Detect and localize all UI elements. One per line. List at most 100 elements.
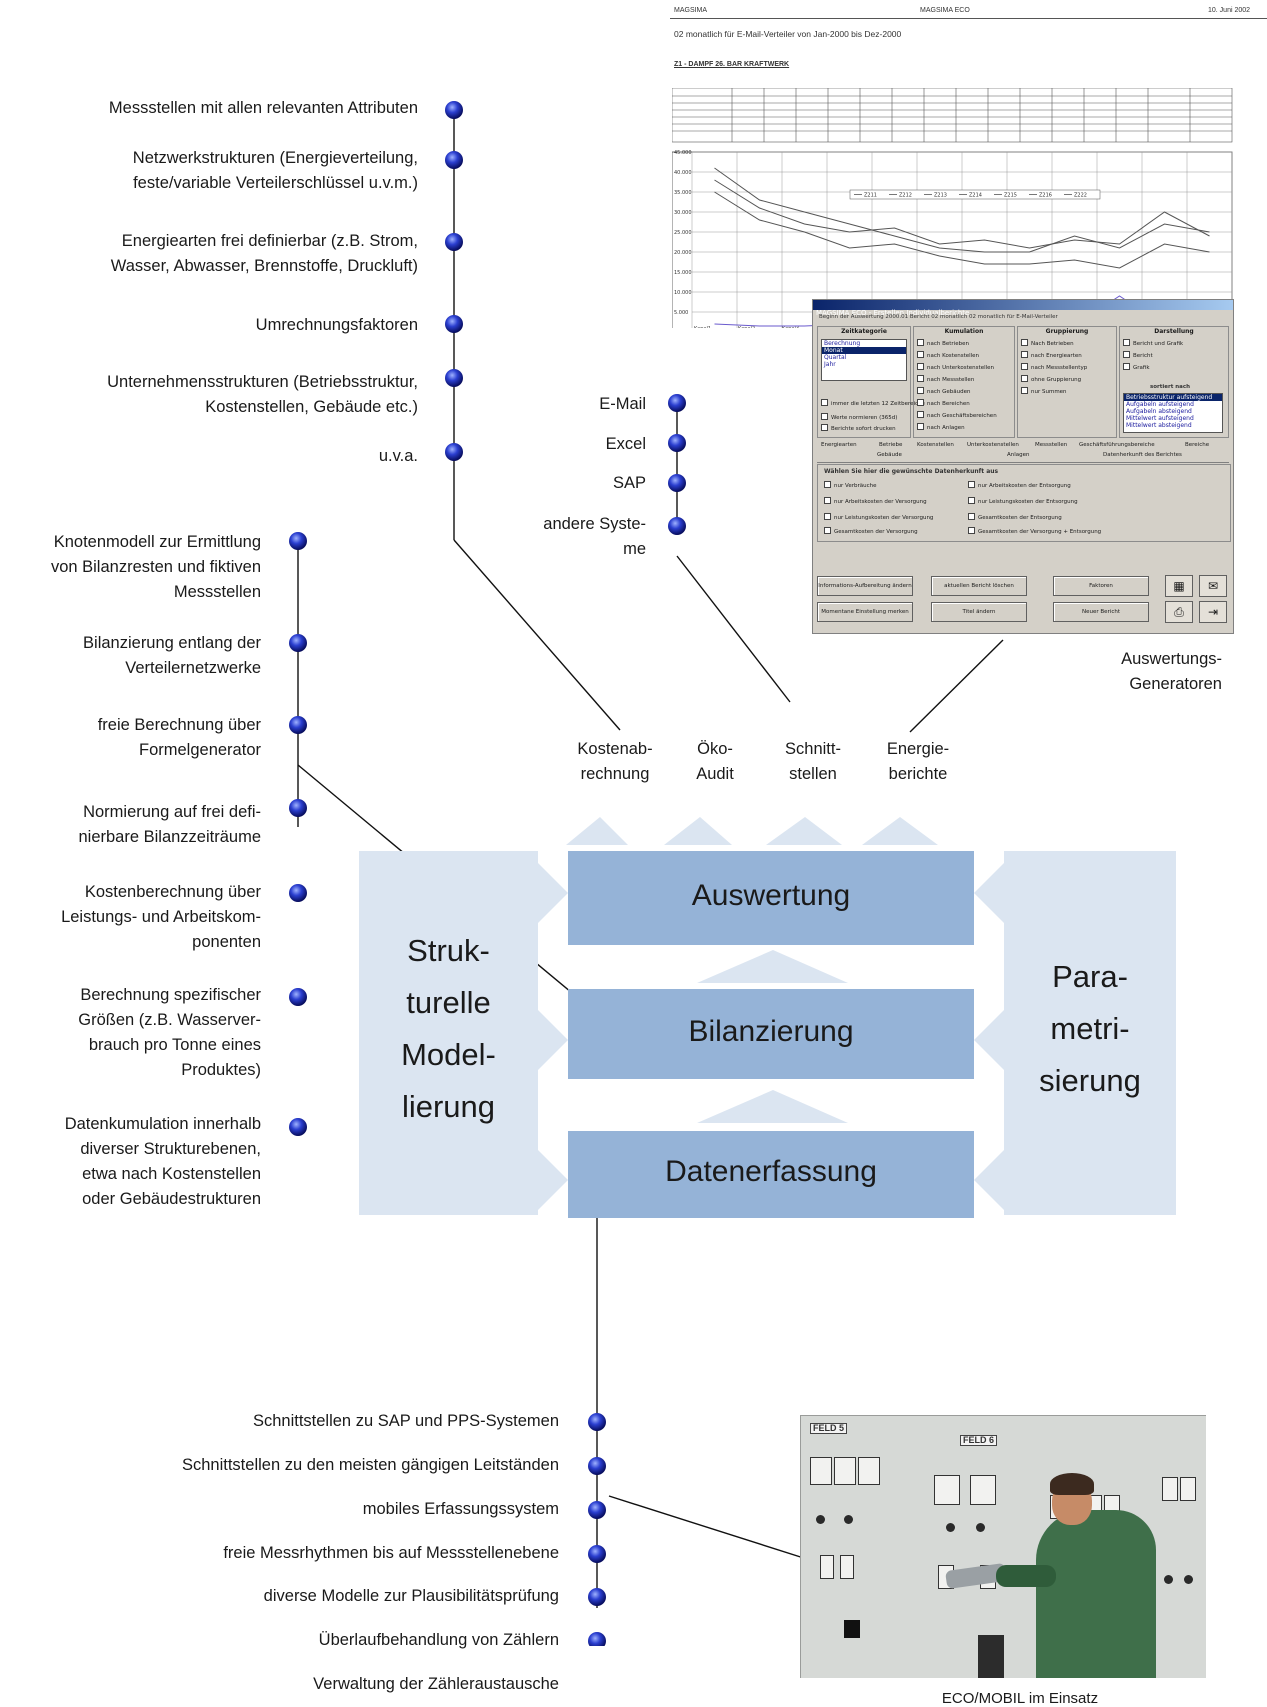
tab-gebaeude[interactable]: Gebäude: [877, 452, 902, 458]
counter-icon: [820, 1555, 834, 1579]
tab-energiearten[interactable]: Energiearten: [821, 442, 857, 448]
bullet-dot-icon: [445, 315, 463, 333]
bullet-dot-icon: [289, 716, 307, 734]
bullet-dot-icon: [445, 101, 463, 119]
cumulation-checkbox[interactable]: nach Geschäftsbereichen: [917, 411, 997, 420]
change-title-button[interactable]: Titel ändern: [931, 602, 1027, 622]
source-checkbox[interactable]: nur Verbräuche: [824, 481, 876, 490]
grouping-checkbox[interactable]: nach Energiearten: [1021, 351, 1082, 360]
bullet-dot-icon: [588, 1501, 606, 1519]
info-processing-button[interactable]: Informations-Aufbereitung ändern: [817, 576, 913, 596]
factors-button[interactable]: Faktoren: [1053, 576, 1149, 596]
tab-kostenstellen[interactable]: Kostenstellen: [917, 442, 954, 448]
list-item[interactable]: Aufgabeln absteigend: [1126, 408, 1192, 415]
source-title: Wählen Sie hier die gewünschte Datenherk…: [824, 468, 999, 475]
balancing-item: Datenkumulation innerhalb diverser Struk…: [64, 1115, 261, 1208]
cumulation-checkbox[interactable]: nach Bereichen: [917, 399, 970, 408]
option-checkbox[interactable]: Berichte sofort drucken: [821, 424, 896, 433]
report-series-line: [714, 191, 1210, 269]
tab-geschaeftsfuehrungsbereiche[interactable]: Geschäftsführungsbereiche: [1079, 442, 1155, 448]
source-checkbox[interactable]: nur Leistungskosten der Versorgung: [824, 513, 933, 522]
bullet-dot-icon: [289, 1118, 307, 1136]
cumulation-checkbox[interactable]: nach Gebäuden: [917, 387, 970, 396]
group-title: Kumulation: [944, 328, 984, 335]
tab-messstellen[interactable]: Messstellen: [1035, 442, 1068, 448]
list-item[interactable]: Mittelwert aufsteigend: [1126, 415, 1194, 422]
cumulation-checkbox[interactable]: nach Anlagen: [917, 423, 965, 432]
report-series-line: [714, 167, 1210, 253]
time-category-list[interactable]: Berechnung Monat Quartal Jahr: [821, 339, 907, 381]
interface-item: SAP: [612, 474, 646, 492]
output-kostenabrechnung: Kostenab- rechnung: [577, 740, 653, 783]
interface-item: E-Mail: [599, 395, 646, 413]
control-room-photo: FELD 5 FELD 6: [800, 1415, 1206, 1678]
group-darstellung: Darstellung Bericht und Grafik Bericht G…: [1119, 326, 1229, 438]
grouping-checkbox[interactable]: nur Summen: [1021, 387, 1067, 396]
balancing-item: Kostenberechnung über Leistungs- und Arb…: [61, 883, 261, 951]
list-item[interactable]: Mittelwert absteigend: [1126, 422, 1192, 429]
grouping-checkbox[interactable]: nach Messstellentyp: [1021, 363, 1087, 372]
new-report-button[interactable]: Neuer Bericht: [1053, 602, 1149, 622]
output-energieberichte: Energie- berichte: [886, 740, 950, 783]
display-checkbox[interactable]: Grafik: [1123, 363, 1150, 372]
report-y-tick: 5.000: [674, 310, 688, 316]
tab-betriebe[interactable]: Betriebe: [879, 442, 903, 448]
report-preview-icon[interactable]: ▦: [1165, 575, 1193, 597]
bullet-dot-icon: [289, 988, 307, 1006]
feature-item: Energiearten frei definierbar (z.B. Stro…: [110, 232, 418, 275]
remember-settings-button[interactable]: Momentane Einstellung merken: [817, 602, 913, 622]
legend-entry: Z222: [1074, 193, 1087, 199]
tab-datenherkunft[interactable]: Datenherkunft des Berichtes: [1103, 452, 1182, 458]
exit-icon[interactable]: ⇥: [1199, 601, 1227, 623]
display-checkbox[interactable]: Bericht und Grafik: [1123, 339, 1183, 348]
list-item[interactable]: Berechnung: [824, 340, 861, 347]
cumulation-checkbox[interactable]: nach Unterkostenstellen: [917, 363, 994, 372]
source-checkbox[interactable]: Gesamtkosten der Versorgung: [824, 527, 918, 536]
report-header-center: MAGSIMA ECO: [920, 7, 970, 14]
cumulation-checkbox[interactable]: nach Kostenstellen: [917, 351, 979, 360]
report-x-tick: Kanal2: [738, 326, 755, 328]
bullet-dot-icon: [668, 394, 686, 412]
balancing-item: Bilanzierung entlang der Verteilernetzwe…: [83, 634, 261, 677]
tab-bereiche[interactable]: Bereiche: [1185, 442, 1210, 448]
list-item[interactable]: Jahr: [824, 361, 836, 368]
mail-icon[interactable]: ✉: [1199, 575, 1227, 597]
source-checkbox[interactable]: nur Leistungskosten der Entsorgung: [968, 497, 1078, 506]
list-item[interactable]: Aufgabeln aufsteigend: [1126, 401, 1194, 408]
option-checkbox[interactable]: Werte normieren (365d): [821, 413, 897, 422]
printer-icon[interactable]: ⎙: [1165, 601, 1193, 623]
tab-unterkostenstellen[interactable]: Unterkostenstellen: [967, 442, 1019, 448]
grouping-checkbox[interactable]: ohne Gruppierung: [1021, 375, 1081, 384]
source-checkbox[interactable]: Gesamtkosten der Versorgung + Entsorgung: [968, 527, 1101, 536]
interface-item: andere Syste- me: [543, 515, 646, 558]
bullet-dot-icon: [289, 634, 307, 652]
balancing-item: Berechnung spezifischer Größen (z.B. Was…: [78, 986, 261, 1079]
sort-title: sortiert nach: [1150, 384, 1191, 390]
grouping-checkbox[interactable]: Nach Betrieben: [1021, 339, 1074, 348]
panel-label: FELD 5: [810, 1423, 848, 1434]
sort-list[interactable]: Betriebsstruktur aufsteigend Aufgabeln a…: [1123, 393, 1223, 433]
list-item[interactable]: Monat: [822, 347, 906, 354]
cumulation-checkbox[interactable]: nach Messstellen: [917, 375, 974, 384]
option-checkbox[interactable]: immer die letzten 12 Zeitbereiche: [821, 399, 925, 408]
list-item[interactable]: Betriebsstruktur aufsteigend: [1124, 394, 1222, 401]
feature-item: u.v.a.: [378, 447, 418, 465]
dialog-title: MAGSIMA ECO - Erstellen Individualberich…: [816, 309, 970, 317]
source-checkbox[interactable]: nur Arbeitskosten der Versorgung: [824, 497, 927, 506]
group-title: Gruppierung: [1045, 328, 1089, 335]
knob-icon: [816, 1515, 825, 1524]
list-item[interactable]: Quartal: [824, 354, 847, 361]
bullet-dot-icon: [445, 151, 463, 169]
source-checkbox[interactable]: Gesamtkosten der Entsorgung: [968, 513, 1062, 522]
arrow-shapes: [538, 817, 1004, 1210]
acquisition-item: Verwaltung der Zähleraustausche: [313, 1675, 559, 1693]
delete-report-button[interactable]: aktuellen Bericht löschen: [931, 576, 1027, 596]
group-title: Darstellung: [1154, 328, 1194, 335]
tab-anlagen[interactable]: Anlagen: [1007, 452, 1030, 458]
cumulation-checkbox[interactable]: nach Betrieben: [917, 339, 969, 348]
arrow-up-to-auswertung: [697, 950, 848, 983]
side-block-parametrization: Para- metri- sierung: [1004, 851, 1176, 1215]
display-checkbox[interactable]: Bericht: [1123, 351, 1153, 360]
source-checkbox[interactable]: nur Arbeitskosten der Entsorgung: [968, 481, 1071, 490]
report-y-tick: 35.000: [674, 190, 692, 196]
